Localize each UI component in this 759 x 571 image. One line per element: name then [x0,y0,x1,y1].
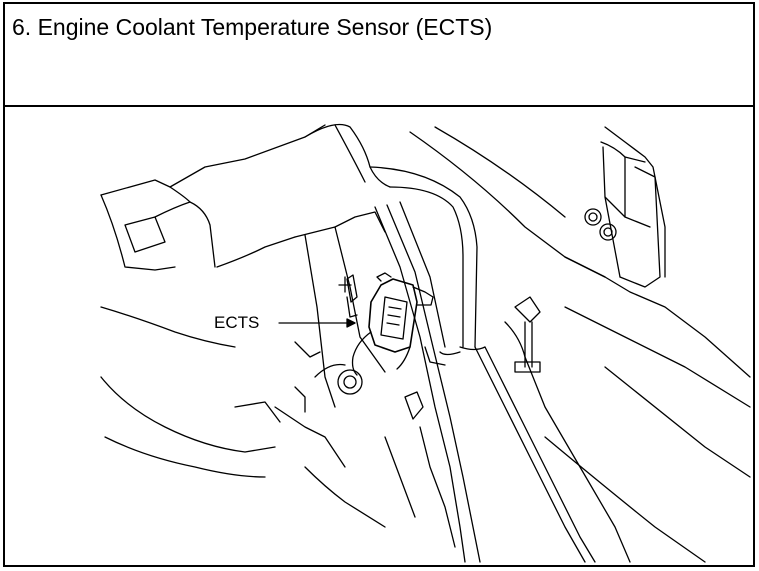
sensor-connector-icon [351,272,434,376]
figure-area: ECTS [5,107,753,565]
engine-illustration [100,123,751,563]
leader-arrow-icon [278,318,356,328]
document-frame: 6. Engine Coolant Temperature Sensor (EC… [3,2,755,567]
page-title: 6. Engine Coolant Temperature Sensor (EC… [12,14,493,40]
title-bar: 6. Engine Coolant Temperature Sensor (EC… [5,4,753,107]
ects-callout-label: ECTS [214,313,260,332]
